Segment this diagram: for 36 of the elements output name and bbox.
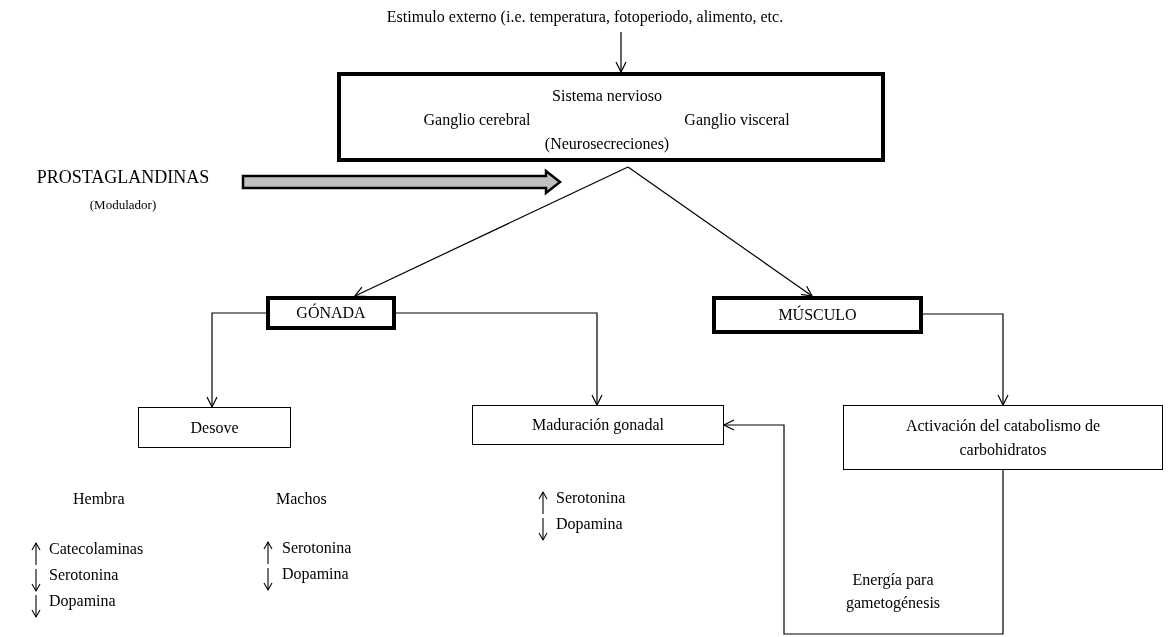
label-text: Serotonina xyxy=(556,488,626,508)
box-text: (Neurosecreciones) xyxy=(544,134,670,154)
label-text: Serotonina xyxy=(49,565,119,585)
node-text: Desove xyxy=(190,417,239,438)
organ-box xyxy=(712,296,923,334)
label-text: Catecolaminas xyxy=(49,539,144,559)
node-text: Activación del catabolismo de carbohidratos xyxy=(904,416,1102,460)
organ-box xyxy=(266,296,396,330)
node-text: GÓNADA xyxy=(296,302,366,324)
label-text: Machos xyxy=(276,489,327,509)
arrow xyxy=(354,166,629,297)
process-box xyxy=(472,405,724,445)
label-text: Dopamina xyxy=(556,514,623,534)
arrow xyxy=(627,166,813,297)
box-text: Sistema nervioso xyxy=(552,86,662,106)
label-text: Dopamina xyxy=(49,591,116,611)
label-text: Serotonina xyxy=(282,538,352,558)
node-text: Estimulo externo (i.e. temperatura, fotoperiodo, alimento, etc. xyxy=(386,7,784,28)
process-box xyxy=(337,72,885,162)
arrow xyxy=(723,419,1004,635)
block-arrow xyxy=(241,168,563,196)
arrow xyxy=(395,312,603,406)
label-text: Hembra xyxy=(73,489,125,509)
arrow xyxy=(615,31,627,73)
arrow xyxy=(922,313,1009,406)
box-text: Ganglio visceral xyxy=(684,110,790,130)
node-text: Maduración gonadal xyxy=(532,415,664,436)
process-box xyxy=(138,407,291,448)
arrow xyxy=(206,312,267,408)
node-text: PROSTAGLANDINAS xyxy=(36,165,210,189)
edge-label: Energía para gametogénesis xyxy=(844,570,942,614)
node-subtext: (Modulador) xyxy=(89,195,157,214)
node-text: MÚSCULO xyxy=(778,304,857,326)
process-box xyxy=(843,405,1163,470)
box-text: Ganglio cerebral xyxy=(423,110,531,130)
label-text: Dopamina xyxy=(282,564,349,584)
